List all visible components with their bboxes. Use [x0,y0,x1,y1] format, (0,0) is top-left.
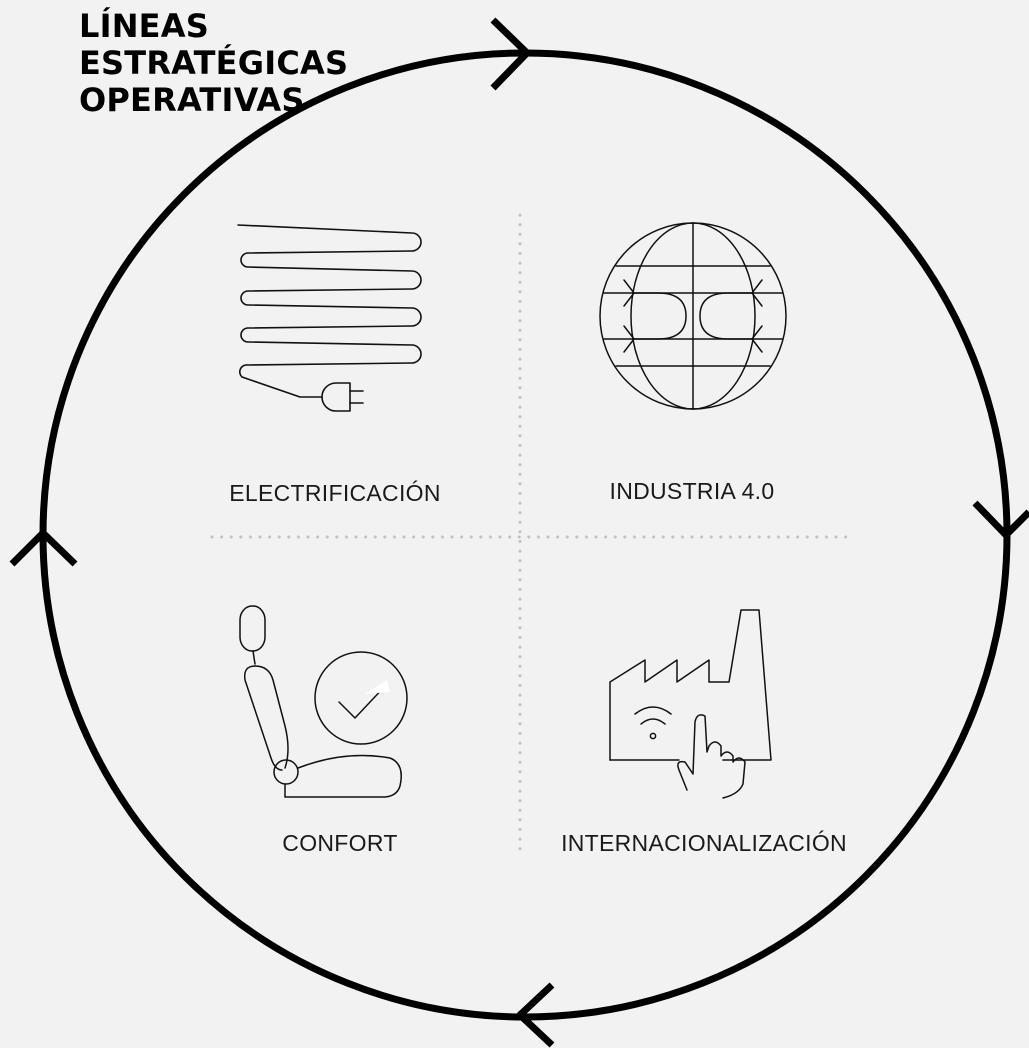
arrow-left-bottom [514,982,555,1048]
title-line-2: ESTRATÉGICAS [79,44,349,82]
arrow-down-right [972,500,1029,540]
label-industria: INDUSTRIA 4.0 [609,478,775,504]
arrow-up-left [9,528,78,567]
label-electrificacion: ELECTRIFICACIÓN [229,480,441,506]
heating-coil-plug-icon [237,224,422,412]
factory-touch-icon [609,609,772,799]
globe-network-icon [599,222,787,410]
label-internacionalizacion: INTERNACIONALIZACIÓN [561,830,847,856]
cycle-circle [39,49,1011,1021]
label-confort: CONFORT [282,830,398,856]
title-line-1: LÍNEAS [79,7,209,45]
title-line-3: OPERATIVAS [79,81,305,119]
arrow-right-top [490,17,532,91]
car-seat-check-icon [239,605,408,798]
page-title: LÍNEAS ESTRATÉGICAS OPERATIVAS [79,8,348,119]
